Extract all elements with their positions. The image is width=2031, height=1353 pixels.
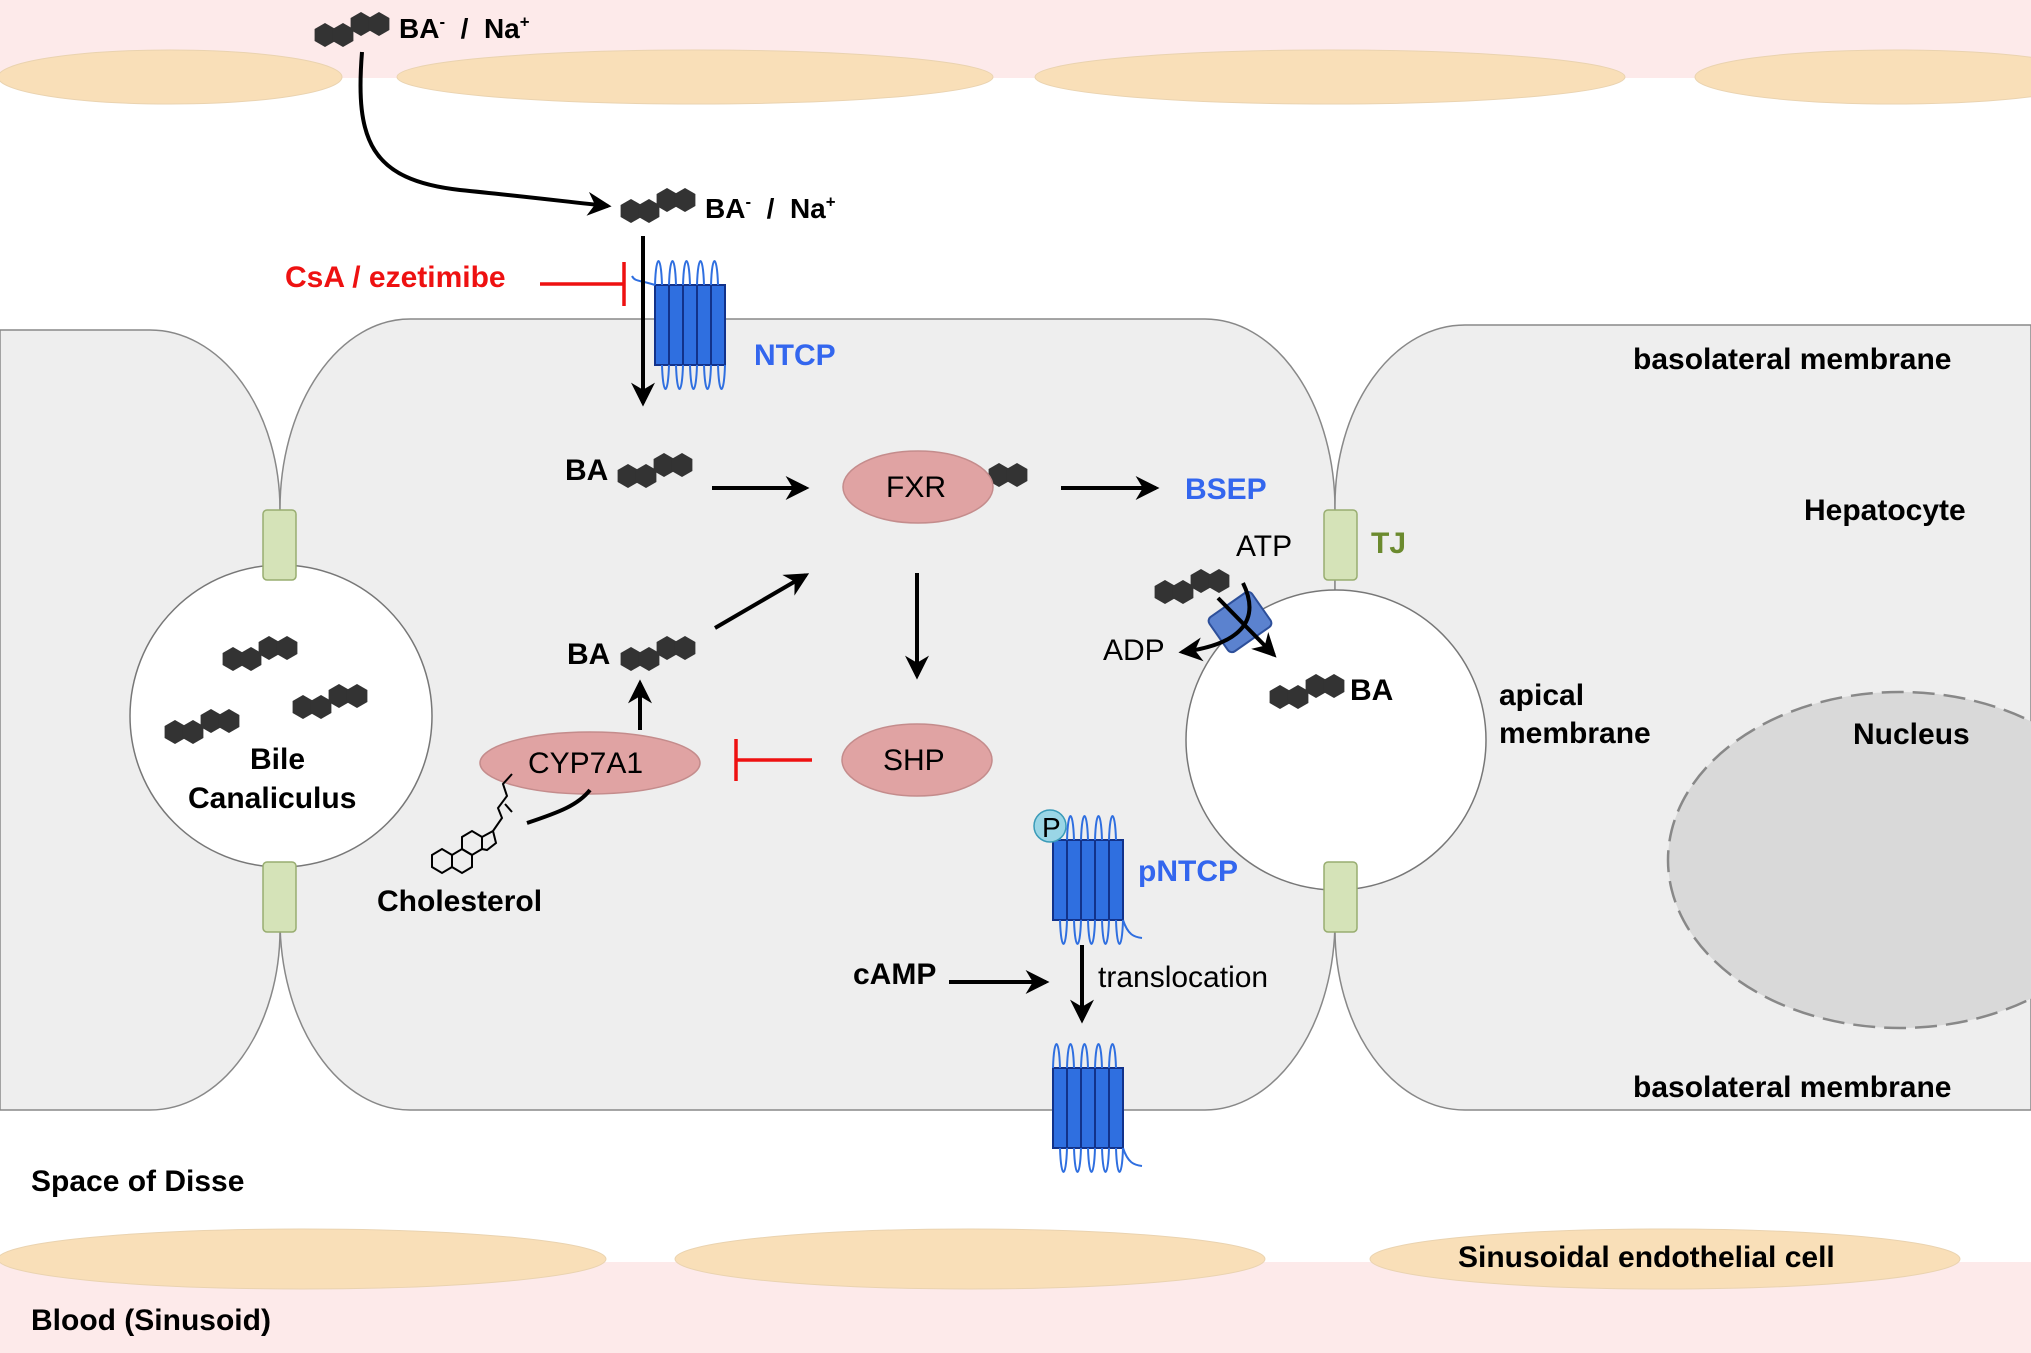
translocation-label: translocation xyxy=(1098,961,1269,994)
atp-label: ATP xyxy=(1236,530,1293,563)
inhibition-marks xyxy=(540,262,812,781)
tj-label: TJ xyxy=(1371,527,1407,560)
nucleus-label: Nucleus xyxy=(1853,718,1970,751)
fxr-receptor xyxy=(842,450,994,524)
endothelial-cell-top-4 xyxy=(1694,49,2031,105)
endothelial-cell-bottom-2 xyxy=(674,1228,1266,1290)
ion-ba-charge: - xyxy=(745,192,752,212)
ba-intracellular-label: BA xyxy=(565,454,609,487)
shp-label: SHP xyxy=(883,744,945,777)
ntcp-tail xyxy=(631,275,656,286)
cholesterol-label: Cholesterol xyxy=(377,885,543,918)
ion-ba-label: BA xyxy=(399,13,440,44)
adp-label: ADP xyxy=(1103,634,1165,667)
cholesterol-structure xyxy=(431,773,513,875)
arrow-atp-to-adp xyxy=(1178,582,1252,662)
hepatocyte-label: Hepatocyte xyxy=(1804,494,1966,527)
phospho-circle xyxy=(1033,809,1067,843)
tight-junction-left-bottom xyxy=(262,861,297,933)
inhibitor-label: CsA / ezetimibe xyxy=(285,261,506,294)
arrow-ba-synth-to-fxr xyxy=(713,573,810,630)
tight-junction-left-top xyxy=(262,509,297,581)
ion-na-label: Na xyxy=(483,13,520,44)
ion-separator: / xyxy=(460,13,469,44)
phospho-label: P xyxy=(1042,812,1061,843)
fxr-label: FXR xyxy=(886,471,946,504)
ba-canalicular-label: BA xyxy=(1350,674,1394,707)
shp-receptor xyxy=(841,723,993,797)
bsep-label: BSEP xyxy=(1185,473,1267,506)
endothelial-cell-bottom-3 xyxy=(1369,1228,1961,1290)
translocated-ntcp-tail xyxy=(1122,1147,1143,1167)
ba-synthesized-label: BA xyxy=(567,638,611,671)
endothelial-cell-top-2 xyxy=(396,49,994,105)
ntcp-label: NTCP xyxy=(754,339,836,372)
ion-label-sinusoid: BA- / Na+ xyxy=(399,12,530,44)
bile-canaliculus-left xyxy=(129,564,433,868)
apical-label-line2: membrane xyxy=(1499,717,1651,750)
camp-label: cAMP xyxy=(853,958,937,991)
ion-label-disse: BA- / Na+ xyxy=(705,192,836,224)
arrow-bsep-efflux xyxy=(1216,596,1277,658)
pntcp-label: pNTCP xyxy=(1138,855,1238,888)
ion-na-label: Na xyxy=(789,193,826,224)
ion-na-charge: + xyxy=(825,192,836,212)
space-of-disse-label: Space of Disse xyxy=(31,1165,245,1198)
arrow-uptake-curve xyxy=(358,51,612,216)
ion-ba-label: BA xyxy=(705,193,746,224)
canaliculus-label-line1: Bile xyxy=(250,743,306,776)
cyp7a1-label: CYP7A1 xyxy=(528,747,644,780)
ion-ba-charge: - xyxy=(439,12,446,32)
tight-junction-right-bottom xyxy=(1323,861,1358,933)
blood-label: Blood (Sinusoid) xyxy=(31,1304,271,1337)
ion-separator: / xyxy=(766,193,775,224)
apical-label-line1: apical xyxy=(1499,679,1585,712)
endothelial-cell-bottom-1 xyxy=(0,1228,607,1290)
pntcp-tail xyxy=(1122,919,1143,939)
tight-junction-right-top xyxy=(1323,509,1358,581)
endothelial-cell-top-3 xyxy=(1034,49,1626,105)
basolateral-bottom-label: basolateral membrane xyxy=(1633,1071,1952,1104)
nucleus xyxy=(1666,690,2031,1030)
arrow-cholesterol-to-cyp7a1 xyxy=(526,788,592,825)
canaliculus-label-line2: Canaliculus xyxy=(188,782,357,815)
endothelial-cell-top-1 xyxy=(0,49,343,105)
arrows xyxy=(358,51,1277,1024)
ba-molecule-disse xyxy=(621,188,696,223)
basolateral-top-label: basolateral membrane xyxy=(1633,343,1952,376)
ion-na-charge: + xyxy=(519,12,530,32)
cyp7a1-enzyme xyxy=(479,731,701,795)
endothelial-cell-label: Sinusoidal endothelial cell xyxy=(1458,1241,1835,1274)
